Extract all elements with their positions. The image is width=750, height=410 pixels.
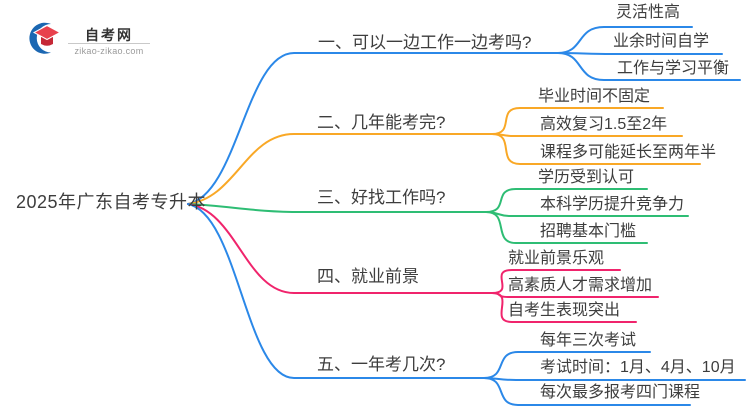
child-node-3-1[interactable]: 学历受到认可 xyxy=(538,169,635,186)
child-node-1-2[interactable]: 业余时间自学 xyxy=(613,33,710,50)
branch-node-4[interactable]: 四、就业前景 xyxy=(317,267,419,286)
branch-5-line xyxy=(187,203,485,379)
branch-3-child-3-line xyxy=(485,211,648,244)
child-node-1-1[interactable]: 灵活性高 xyxy=(616,4,681,21)
branch-1-line xyxy=(187,52,559,205)
root-node[interactable]: 2025年广东自考专升本 xyxy=(16,192,207,212)
branch-3-child-1-line xyxy=(485,188,648,213)
logo-divider xyxy=(68,43,150,44)
site-logo: 自考网 zikao-zikao.com xyxy=(28,18,150,58)
branch-node-5[interactable]: 五、一年考几次? xyxy=(317,355,446,374)
branch-node-1[interactable]: 一、可以一边工作一边考吗? xyxy=(318,33,532,52)
branch-3-line xyxy=(187,203,487,213)
branch-node-3[interactable]: 三、好找工作吗? xyxy=(317,188,446,207)
branch-5-child-2-line xyxy=(483,377,746,381)
branch-node-2[interactable]: 二、几年能考完? xyxy=(317,113,446,132)
branch-1-child-1-line xyxy=(557,26,693,54)
branch-5-child-1-line xyxy=(483,351,651,379)
child-node-5-3[interactable]: 每次最多报考四门课程 xyxy=(540,384,701,401)
child-node-2-1[interactable]: 毕业时间不固定 xyxy=(538,88,651,105)
logo-title: 自考网 xyxy=(85,27,133,43)
child-node-4-3[interactable]: 自考生表现突出 xyxy=(508,302,621,319)
child-node-3-3[interactable]: 招聘基本门槛 xyxy=(540,223,637,240)
branch-4-child-3-line xyxy=(491,292,637,323)
child-node-4-1[interactable]: 就业前景乐观 xyxy=(508,250,605,267)
child-node-2-3[interactable]: 课程多可能延长至两年半 xyxy=(540,144,717,161)
child-node-2-2[interactable]: 高效复习1.5至2年 xyxy=(540,116,668,133)
branch-2-child-1-line xyxy=(491,107,664,135)
branch-1-child-3-line xyxy=(557,52,741,81)
branch-1-child-2-line xyxy=(557,52,723,55)
logo-domain: zikao-zikao.com xyxy=(74,46,144,56)
child-node-3-2[interactable]: 本科学历提升竞争力 xyxy=(540,196,685,213)
branch-5-child-3-line xyxy=(483,377,691,406)
branch-4-line xyxy=(187,203,493,294)
branch-2-line xyxy=(187,133,493,205)
graduation-cap-icon xyxy=(29,22,62,54)
branch-2-child-3-line xyxy=(491,133,701,165)
child-node-1-3[interactable]: 工作与学习平衡 xyxy=(617,60,730,77)
child-node-4-2[interactable]: 高素质人才需求增加 xyxy=(508,277,653,294)
child-node-5-2[interactable]: 考试时间：1月、4月、10月 xyxy=(540,359,736,376)
branch-4-child-1-line xyxy=(491,269,621,294)
child-node-5-1[interactable]: 每年三次考试 xyxy=(540,332,637,349)
